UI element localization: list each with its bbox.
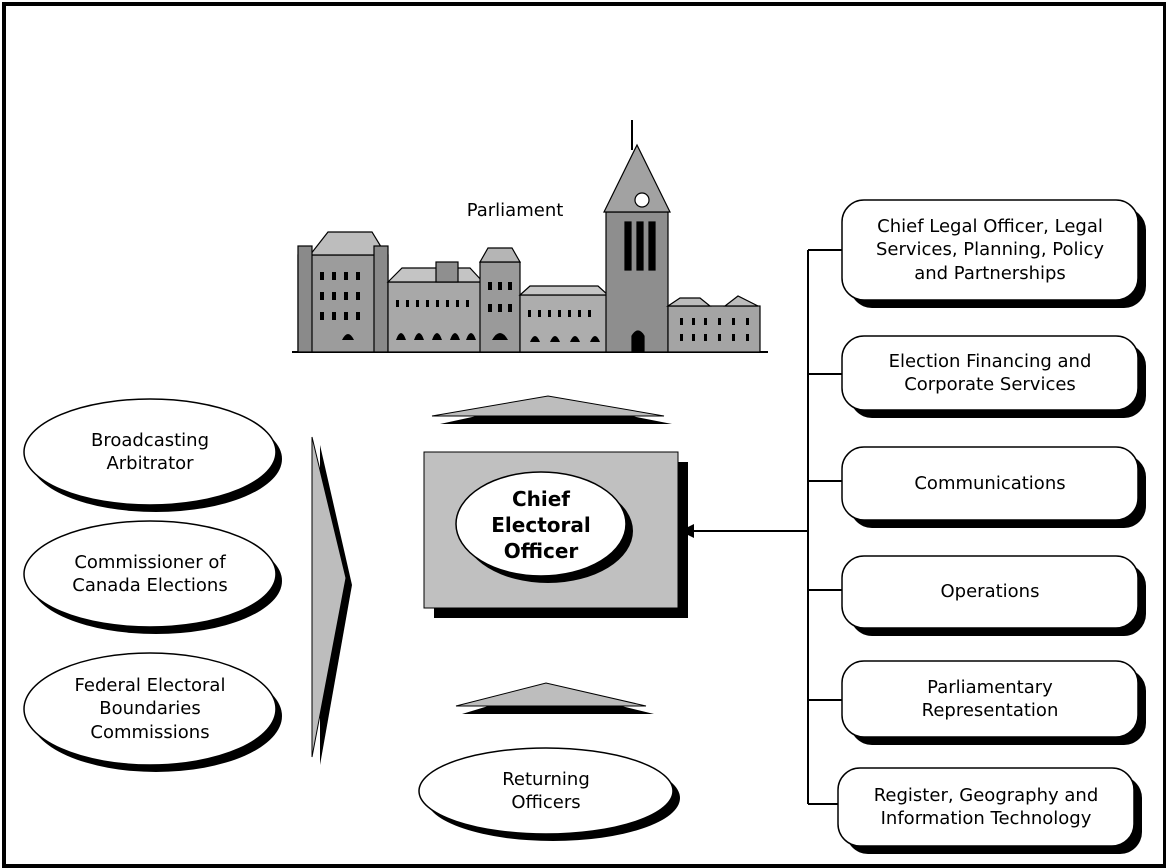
chief-electoral-officer-box <box>423 451 688 618</box>
right-unit-boxes <box>837 199 1146 854</box>
parliamentary-representation-unit: Parliamentary Representation <box>921 676 1059 721</box>
chief-electoral-officer-label: Chief Electoral Officer <box>491 487 591 563</box>
returning-officers-label: Returning Officers <box>502 768 590 813</box>
legal-services-planning-unit: Chief Legal Officer, Legal Services, Pla… <box>875 215 1105 284</box>
communications-unit: Communications <box>914 472 1066 494</box>
register-geography-it-unit: Register, Geography and Information Tech… <box>873 784 1099 829</box>
federal-electoral-boundaries-commissions-label: Federal Electoral Boundaries Commissions <box>74 674 226 743</box>
up-arrow-from-returning-officers <box>455 682 654 714</box>
arrowhead-to-ceo <box>680 524 694 538</box>
returning-officers-ellipse <box>418 747 680 841</box>
left-ellipses <box>23 398 282 772</box>
operations-unit: Operations <box>940 581 1040 603</box>
up-arrow-to-parliament <box>431 395 672 424</box>
election-financing-unit: Election Financing and Corporate Service… <box>888 350 1092 395</box>
parliament-building-icon <box>292 120 768 353</box>
right-chevron-arrow <box>311 436 352 765</box>
commissioner-of-canada-elections-label: Commissioner of Canada Elections <box>72 551 228 596</box>
broadcasting-arbitrator-label: Broadcasting Arbitrator <box>90 429 210 474</box>
parliament-label: Parliament <box>466 200 564 222</box>
org-connector-lines <box>690 249 842 805</box>
